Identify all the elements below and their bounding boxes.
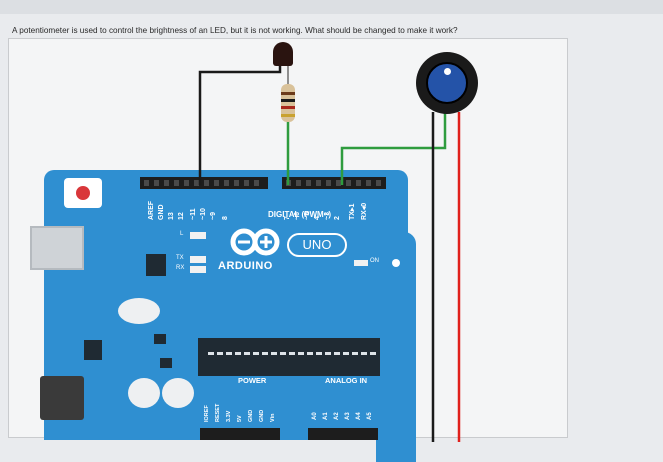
tx-led xyxy=(190,256,206,263)
capacitor xyxy=(162,378,194,408)
tx-led-label: TX xyxy=(176,255,184,261)
arduino-board xyxy=(44,170,408,440)
chip xyxy=(154,334,166,344)
reset-button xyxy=(64,178,102,208)
uno-label: UNO xyxy=(287,233,347,257)
analog-header xyxy=(308,428,378,440)
usb-port xyxy=(30,226,84,270)
power-jack xyxy=(40,376,84,420)
rx-led xyxy=(190,266,206,273)
microcontroller-chip xyxy=(198,338,380,376)
question-text: A potentiometer is used to control the b… xyxy=(12,26,458,35)
on-label: ON xyxy=(370,258,379,264)
black-wire xyxy=(198,64,282,185)
chip-marking xyxy=(208,352,376,355)
on-led xyxy=(354,260,368,266)
arduino-brand-label: ARDUINO xyxy=(218,260,273,272)
page-top-bar xyxy=(0,0,663,14)
power-label: POWER xyxy=(238,376,267,385)
capacitor xyxy=(128,378,160,408)
l-led xyxy=(190,232,206,239)
digital-header-left xyxy=(140,177,268,189)
power-header xyxy=(200,428,280,440)
mounting-hole xyxy=(392,259,400,267)
l-led-label: L xyxy=(180,231,184,237)
regulator xyxy=(84,340,102,360)
crystal xyxy=(118,298,160,324)
resistor xyxy=(281,84,295,122)
analog-in-label: ANALOG IN xyxy=(325,376,368,385)
led xyxy=(273,42,293,66)
arduino-logo xyxy=(230,228,282,261)
green-wire-pot xyxy=(340,112,447,185)
potentiometer xyxy=(416,52,478,114)
pot-indicator xyxy=(444,68,451,75)
digital-pwm-label: DIGITAL (PWM~) xyxy=(268,210,332,219)
chip xyxy=(160,358,172,368)
wires xyxy=(198,64,461,442)
arduino-board-edge xyxy=(376,232,416,462)
chip xyxy=(146,254,166,276)
rx-led-label: RX xyxy=(176,265,185,271)
